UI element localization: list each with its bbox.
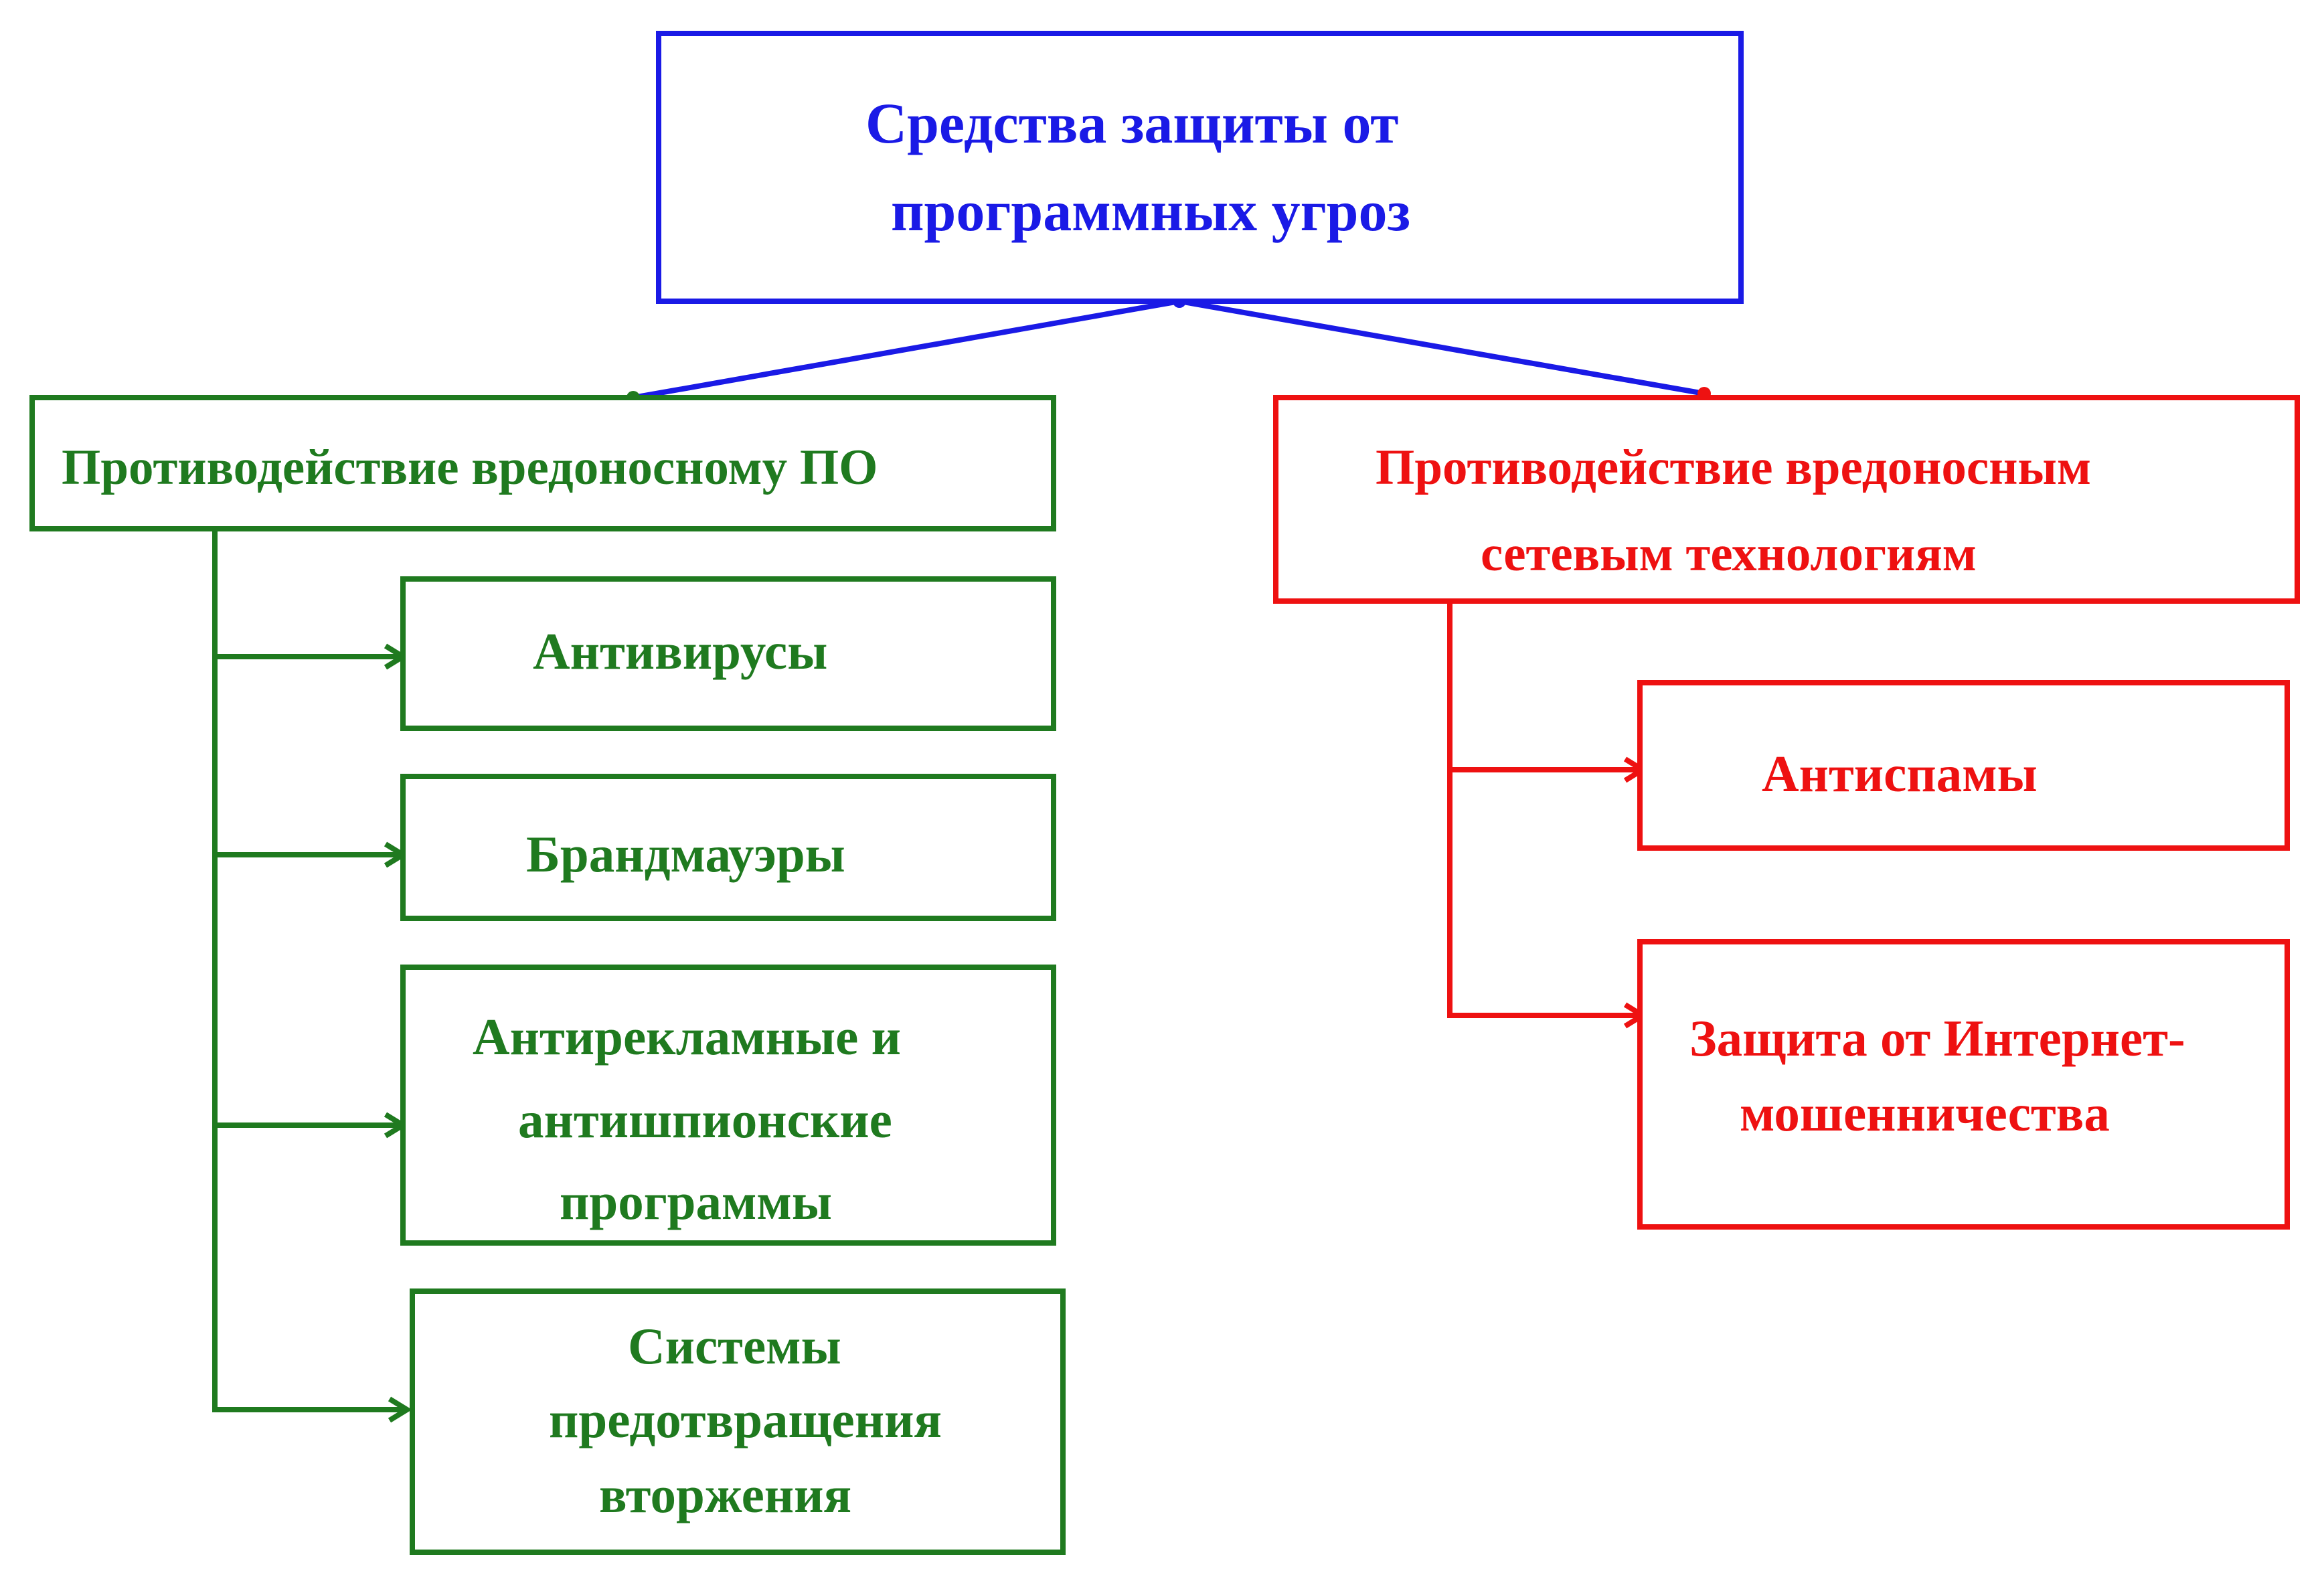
network-branch-box: Противодействие вредоносным сетевым техн… xyxy=(1273,395,2300,604)
root-to-network-branch-line xyxy=(1179,299,1705,396)
arrow-to-antivirus xyxy=(212,643,408,670)
arrow-to-antispam xyxy=(1447,756,1648,783)
ips-label-line-3: вторжения xyxy=(599,1466,852,1523)
firewalls-box: Брандмауэры xyxy=(400,774,1056,921)
fraud-protection-label-line-1: Защита от Интернет- xyxy=(1689,1009,2185,1067)
antivirus-label: Антивирусы xyxy=(533,622,828,680)
root-box: Средства защиты от программных угроз xyxy=(656,31,1744,304)
root-title-line-2: программных угроз xyxy=(891,179,1411,243)
arrow-to-ips xyxy=(212,1396,412,1423)
network-branch-title-line-1: Противодействие вредоносным xyxy=(1376,440,2092,495)
antiadware-label-line-3: программы xyxy=(560,1173,832,1230)
arrow-to-fraud-protection xyxy=(1447,1002,1648,1029)
fraud-protection-label-line-2: мошенничества xyxy=(1740,1084,2110,1142)
malware-branch-title: Противодействие вредоносному ПО xyxy=(62,440,878,495)
ips-label-line-2: предотвращения xyxy=(549,1391,942,1448)
malware-branch-box: Противодействие вредоносному ПО xyxy=(29,395,1056,531)
antiadware-box: Антирекламные и антишпионские программы xyxy=(400,965,1056,1246)
antispam-label: Антиспамы xyxy=(1762,745,2038,803)
root-to-malware-branch-line xyxy=(633,299,1180,400)
root-title-line-1: Средства защиты от xyxy=(865,91,1399,155)
antiadware-label-line-1: Антирекламные и xyxy=(473,1008,901,1066)
antivirus-box: Антивирусы xyxy=(400,576,1056,731)
network-branch-title-line-2: сетевым технологиям xyxy=(1481,526,1977,582)
ips-label-line-1: Системы xyxy=(628,1317,841,1375)
antispam-box: Антиспамы xyxy=(1637,680,2290,851)
ips-box: Системы предотвращения вторжения xyxy=(410,1288,1066,1555)
arrow-to-firewalls xyxy=(212,841,408,868)
firewalls-label: Брандмауэры xyxy=(526,825,845,883)
arrow-to-antiadware xyxy=(212,1112,408,1139)
fraud-protection-box: Защита от Интернет- мошенничества xyxy=(1637,939,2290,1230)
antiadware-label-line-2: антишпионские xyxy=(518,1091,892,1149)
